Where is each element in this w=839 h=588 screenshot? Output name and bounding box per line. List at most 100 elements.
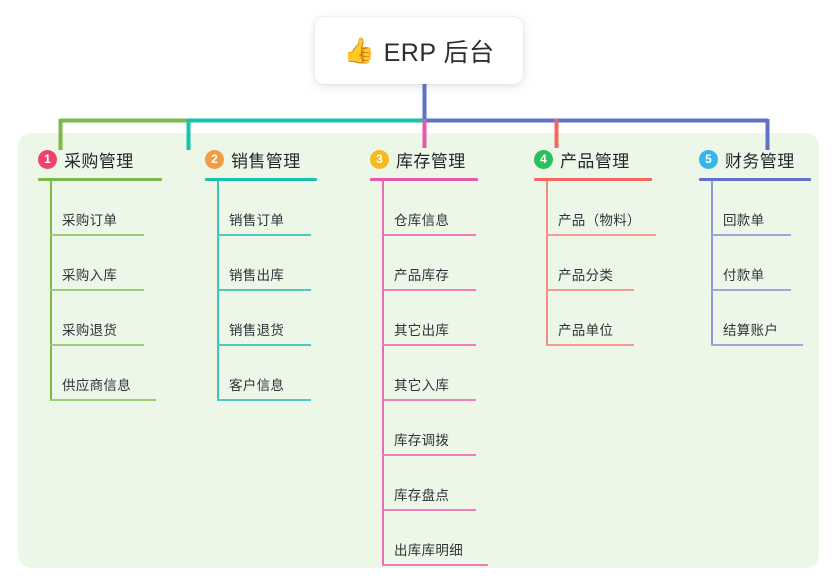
leaf-label: 其它出库	[394, 323, 450, 338]
leaf-label: 销售订单	[229, 213, 285, 228]
leaf-underline	[382, 564, 488, 566]
leaf-underline	[50, 234, 144, 236]
branch-number-badge-3: 3	[370, 149, 389, 169]
root-node-label: ERP 后台	[383, 38, 495, 67]
branch-header-3[interactable]: 3 库存管理	[370, 146, 530, 172]
leaf-underline	[50, 399, 156, 401]
list-item[interactable]: 客户信息	[205, 346, 355, 401]
branch-column-3: 3 库存管理 仓库信息 产品库存 其它出库 其它入库 库存调拨	[370, 146, 530, 566]
leaf-label: 产品（物料）	[558, 213, 641, 228]
branch-spine-4	[546, 181, 548, 346]
leaf-label: 产品单位	[558, 323, 614, 338]
list-item[interactable]: 仓库信息	[370, 181, 530, 236]
leaf-label: 采购退货	[62, 323, 118, 338]
leaf-label: 库存盘点	[394, 488, 450, 503]
leaf-label: 供应商信息	[62, 378, 131, 393]
list-item[interactable]: 采购退货	[38, 291, 188, 346]
branch-header-2[interactable]: 2 销售管理	[205, 146, 355, 172]
list-item[interactable]: 结算账户	[699, 291, 839, 346]
list-item[interactable]: 产品库存	[370, 236, 530, 291]
branch-header-1[interactable]: 1 采购管理	[38, 146, 188, 172]
branch-column-1: 1 采购管理 采购订单 采购入库 采购退货 供应商信息	[38, 146, 188, 401]
thumbs-up-icon: 👍	[343, 37, 375, 65]
branch-items-1: 采购订单 采购入库 采购退货 供应商信息	[38, 181, 188, 401]
branch-items-5: 回款单 付款单 结算账户	[699, 181, 839, 346]
branch-underline-2	[205, 178, 317, 181]
leaf-underline	[546, 234, 656, 236]
list-item[interactable]: 产品分类	[534, 236, 704, 291]
leaf-underline	[217, 344, 311, 346]
leaf-label: 产品分类	[558, 268, 614, 283]
leaf-underline	[217, 399, 311, 401]
list-item[interactable]: 供应商信息	[38, 346, 188, 401]
branch-number-badge-4: 4	[534, 149, 553, 169]
branch-header-5[interactable]: 5 财务管理	[699, 146, 839, 172]
leaf-underline	[711, 344, 803, 346]
leaf-label: 采购入库	[62, 268, 118, 283]
leaf-label: 回款单	[723, 213, 765, 228]
leaf-label: 销售退货	[229, 323, 285, 338]
list-item[interactable]: 库存调拨	[370, 401, 530, 456]
leaf-label: 销售出库	[229, 268, 285, 283]
branch-number-badge-5: 5	[699, 149, 718, 169]
branch-column-5: 5 财务管理 回款单 付款单 结算账户	[699, 146, 839, 346]
branch-header-4[interactable]: 4 产品管理	[534, 146, 704, 172]
branch-number-badge-1: 1	[38, 149, 57, 169]
list-item[interactable]: 采购订单	[38, 181, 188, 236]
leaf-underline	[382, 289, 476, 291]
leaf-underline	[50, 289, 144, 291]
list-item[interactable]: 销售订单	[205, 181, 355, 236]
leaf-underline	[382, 509, 476, 511]
leaf-label: 结算账户	[723, 323, 779, 338]
leaf-underline	[711, 234, 791, 236]
branch-title-2: 销售管理	[231, 151, 301, 171]
branch-spine-1	[50, 181, 52, 401]
leaf-label: 仓库信息	[394, 213, 450, 228]
leaf-underline	[711, 289, 791, 291]
branch-items-3: 仓库信息 产品库存 其它出库 其它入库 库存调拨 库存盘点	[370, 181, 530, 566]
leaf-underline	[217, 289, 311, 291]
list-item[interactable]: 采购入库	[38, 236, 188, 291]
branch-spine-5	[711, 181, 713, 346]
branch-underline-5	[699, 178, 811, 181]
root-node[interactable]: 👍 ERP 后台	[315, 17, 523, 84]
list-item[interactable]: 出库库明细	[370, 511, 530, 566]
branch-title-4: 产品管理	[560, 151, 630, 171]
branch-items-2: 销售订单 销售出库 销售退货 客户信息	[205, 181, 355, 401]
list-item[interactable]: 销售退货	[205, 291, 355, 346]
leaf-underline	[382, 454, 476, 456]
leaf-underline	[382, 234, 476, 236]
branch-column-4: 4 产品管理 产品（物料） 产品分类 产品单位	[534, 146, 704, 346]
branch-title-1: 采购管理	[64, 151, 134, 171]
branch-column-2: 2 销售管理 销售订单 销售出库 销售退货 客户信息	[205, 146, 355, 401]
list-item[interactable]: 付款单	[699, 236, 839, 291]
branch-title-5: 财务管理	[725, 151, 795, 171]
leaf-underline	[50, 344, 144, 346]
leaf-underline	[217, 234, 311, 236]
list-item[interactable]: 其它入库	[370, 346, 530, 401]
list-item[interactable]: 产品单位	[534, 291, 704, 346]
branch-spine-3	[382, 181, 384, 566]
leaf-label: 客户信息	[229, 378, 285, 393]
list-item[interactable]: 产品（物料）	[534, 181, 704, 236]
branch-underline-3	[370, 178, 478, 181]
branch-underline-4	[534, 178, 652, 181]
list-item[interactable]: 销售出库	[205, 236, 355, 291]
branches-panel	[18, 133, 819, 568]
list-item[interactable]: 库存盘点	[370, 456, 530, 511]
leaf-underline	[382, 344, 476, 346]
leaf-underline	[546, 344, 634, 346]
leaf-label: 出库库明细	[394, 543, 463, 558]
branch-number-badge-2: 2	[205, 149, 224, 169]
leaf-label: 产品库存	[394, 268, 450, 283]
leaf-underline	[382, 399, 476, 401]
leaf-label: 库存调拨	[394, 433, 450, 448]
leaf-underline	[546, 289, 634, 291]
list-item[interactable]: 回款单	[699, 181, 839, 236]
branch-spine-2	[217, 181, 219, 401]
leaf-label: 其它入库	[394, 378, 450, 393]
leaf-label: 采购订单	[62, 213, 118, 228]
list-item[interactable]: 其它出库	[370, 291, 530, 346]
